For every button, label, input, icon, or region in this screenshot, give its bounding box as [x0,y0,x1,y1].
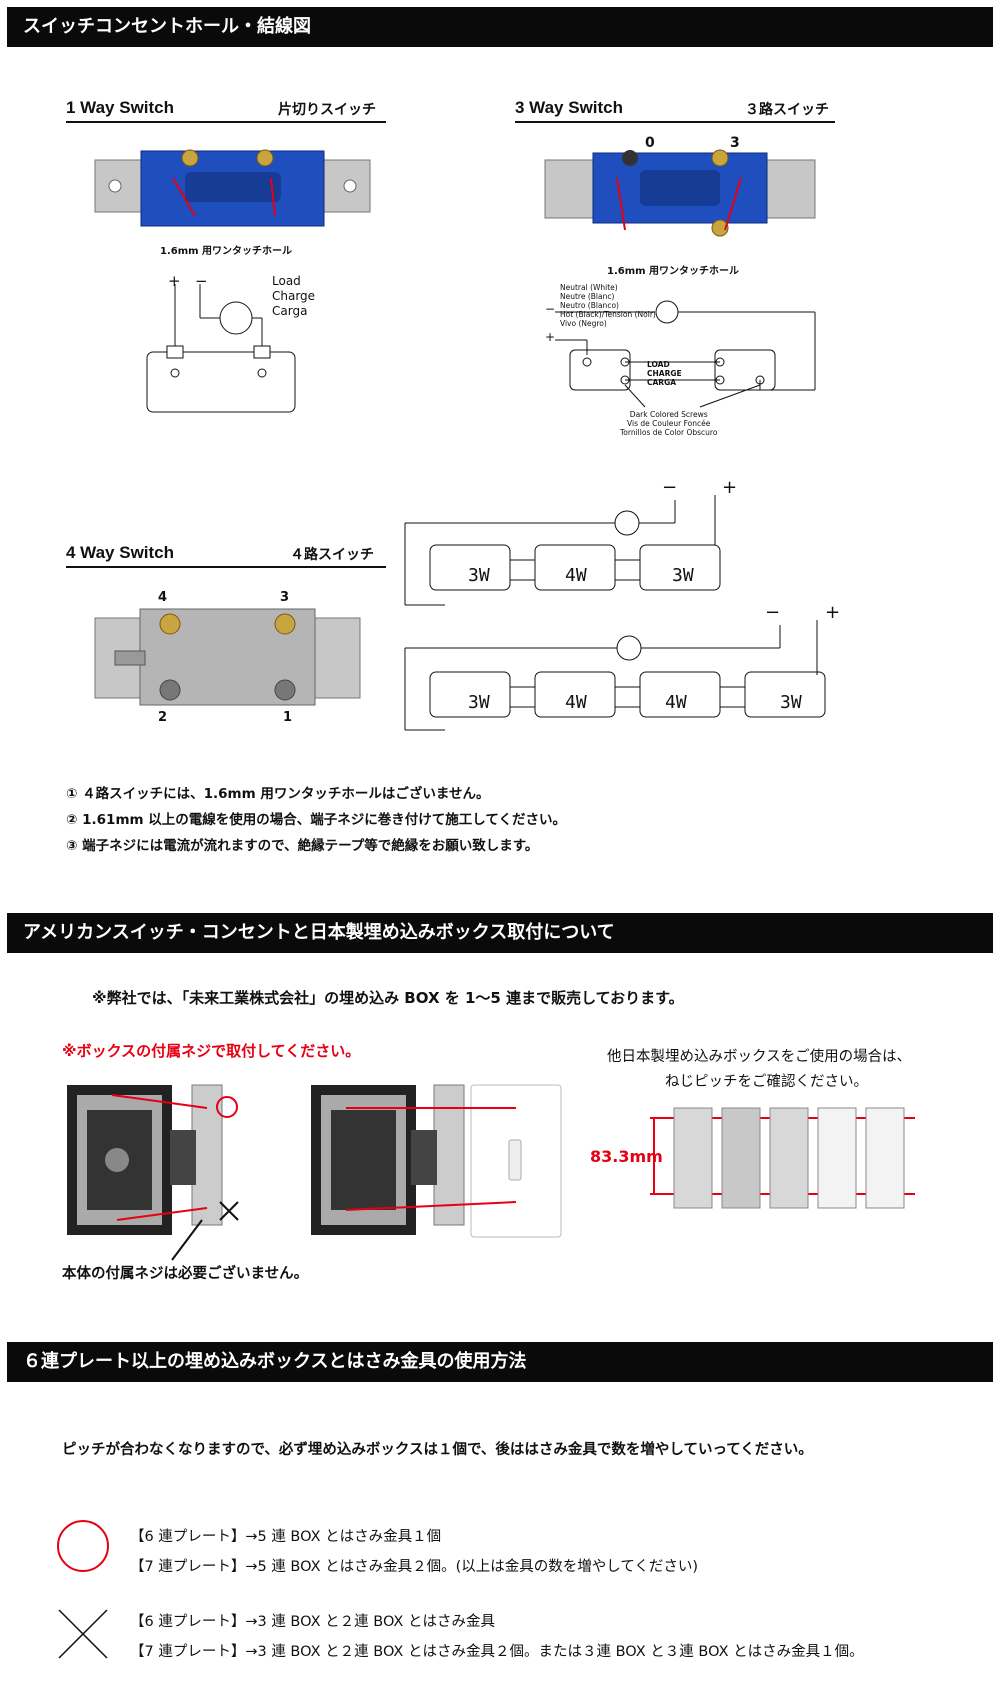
four-way-diagram-row1 [404,495,721,606]
row2-4w-a: 4W [565,692,587,713]
box-warning: ※ボックスの付属ネジで取付してください。 [62,1042,361,1060]
row1-3w-b: 3W [672,565,694,586]
box-photo-with-plate [311,1084,562,1238]
one-way-plus: + [168,272,181,290]
note-1: ① ４路スイッチには、1.6mm 用ワンタッチホールはございません。 [66,786,490,802]
load-fr: CHARGE [647,369,682,378]
load-en: Load [272,274,301,288]
four-way-rule [66,566,386,568]
wire-label: Neutro (Blanco) [560,301,619,310]
load-es: CARGA [647,378,677,387]
three-way-wiring-diagram [555,300,816,408]
ng-line-1: 【6 連プレート】→3 連 BOX と２連 BOX とはさみ金具 [130,1614,495,1630]
other-box-line2: ねじピッチをご確認ください。 [665,1074,868,1090]
box-photo-with-switch [67,1084,223,1261]
three-way-jp-title: ３路スイッチ [745,102,829,118]
one-way-wiring-diagram [146,284,296,413]
screw-label: Dark Colored Screws [629,410,708,419]
three-way-plus: + [545,330,556,344]
row2-minus: − [765,602,781,623]
load-fr: Charge [272,289,316,303]
row1-minus: − [662,477,678,498]
no-screw-note: 本体の付属ネジは必要ございません。 [62,1266,309,1282]
four-way-num1: 1 [283,710,293,725]
four-way-num2: 2 [158,710,168,725]
other-box-line1: 他日本製埋め込みボックスをご使用の場合は、 [607,1049,912,1065]
one-way-minus: − [195,272,208,290]
row1-3w-a: 3W [468,565,490,586]
box-intro: ※弊社では、「未来工業株式会社」の埋め込み BOX を 1〜5 連まで販売してお… [92,989,684,1007]
three-way-rule [515,121,835,123]
ng-line-2: 【7 連プレート】→3 連 BOX と２連 BOX とはさみ金具２個。または３連… [130,1644,864,1660]
wire-label: Hot (Black)/Tension (Noir) [560,310,656,319]
row2-plus: + [825,602,841,623]
section-header-wiring: スイッチコンセントホール・結線図 [7,7,993,47]
row2-3w-b: 3W [780,692,802,713]
four-way-switch-photo [94,608,361,706]
screw-label: Vis de Couleur Foncée [627,419,711,428]
ok-line-1: 【6 連プレート】→5 連 BOX とはさみ金具１個 [130,1529,442,1545]
wire-label: Neutral (White) [560,283,618,292]
row1-plus: + [722,477,738,498]
four-way-num3: 3 [280,590,290,605]
one-way-load-label: Load Charge Carga [272,274,315,319]
four-way-num4: 4 [158,590,168,605]
pitch-label: 83.3mm [590,1147,663,1166]
ok-circle-icon [216,1096,238,1118]
row2-3w-a: 3W [468,692,490,713]
note-3: ③ 端子ネジには電流が流れますので、絶縁テープ等で絶縁をお願い致します。 [66,838,539,854]
three-way-num3: 3 [730,135,740,151]
three-way-screw-labels: Dark Colored Screws Vis de Couleur Foncé… [620,410,717,437]
one-way-hole-label: 1.6mm 用ワンタッチホール [160,246,293,257]
one-way-jp-title: 片切りスイッチ [278,102,376,118]
section-header-plate: ６連プレート以上の埋め込みボックスとはさみ金具の使用方法 [7,1342,993,1382]
four-way-diagram-row2 [404,620,826,731]
wire-label: Vivo (Negro) [560,319,607,328]
three-way-hole-label: 1.6mm 用ワンタッチホール [607,266,740,277]
four-way-title: 4 Way Switch [66,543,175,562]
three-way-load-label: LOAD CHARGE CARGA [647,360,682,387]
four-way-jp-title: ４路スイッチ [290,547,374,563]
one-way-rule [66,121,386,123]
wire-label: Neutre (Blanc) [560,292,615,301]
load-es: Carga [272,304,308,318]
ok-circle-icon [57,1520,109,1572]
load-en: LOAD [647,360,670,369]
three-way-minus: − [545,302,556,316]
row1-4w: 4W [565,565,587,586]
section-header-box-install: アメリカンスイッチ・コンセントと日本製埋め込みボックス取付について [7,913,993,953]
note-2: ② 1.61mm 以上の電線を使用の場合、端子ネジに巻き付けて施工してください。 [66,812,566,828]
ok-line-2: 【7 連プレート】→5 連 BOX とはさみ金具２個。(以上は金具の数を増やして… [130,1559,699,1575]
one-way-title: 1 Way Switch [66,98,175,117]
ng-cross-icon [219,1201,239,1221]
screw-label: Tornillos de Color Obscuro [620,428,718,437]
row2-4w-b: 4W [665,692,687,713]
three-way-wire-labels: Neutral (White) Neutre (Blanc) Neutro (B… [560,283,656,328]
three-way-switch-photo [544,149,816,237]
plate-intro: ピッチが合わなくなりますので、必ず埋め込みボックスは１個で、後ははさみ金具で数を… [62,1442,813,1458]
pitch-comparison-photo [650,1107,915,1209]
three-way-title: 3 Way Switch [515,98,624,117]
one-way-switch-photo [94,149,371,227]
ng-cross-icon [58,1609,108,1659]
three-way-num0: 0 [645,135,655,151]
